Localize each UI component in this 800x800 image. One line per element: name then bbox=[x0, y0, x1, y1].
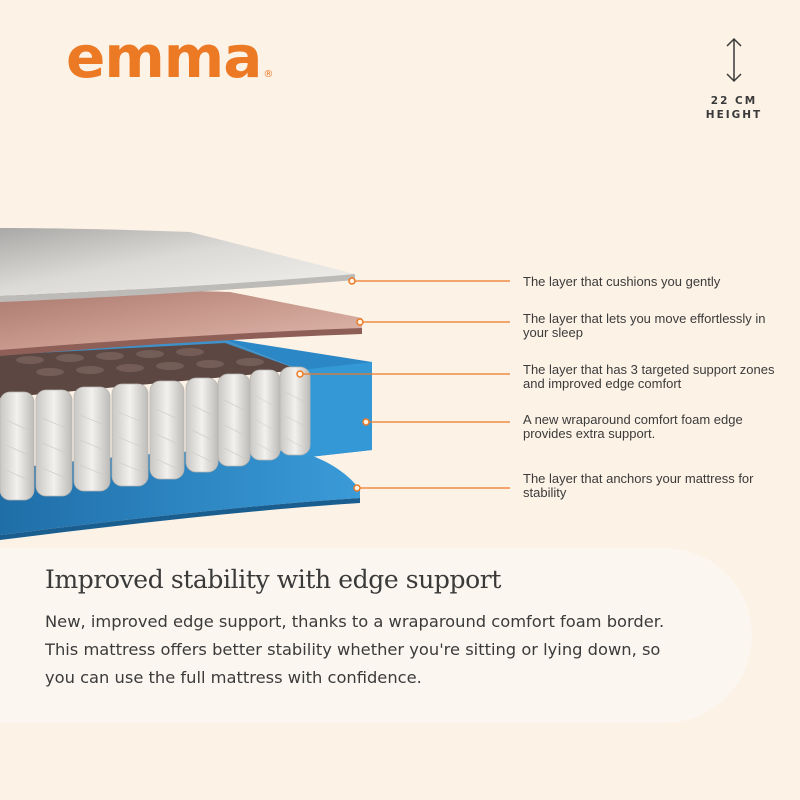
feature-headline: Improved stability with edge support bbox=[45, 565, 501, 594]
airgocell-foam-layer bbox=[0, 288, 362, 356]
callout-dot-1 bbox=[348, 277, 356, 285]
callout-lines bbox=[300, 280, 510, 489]
vertical-double-arrow-icon bbox=[726, 37, 742, 83]
mattress-layers-illustration bbox=[0, 228, 510, 540]
height-badge: 22 CM HEIGHT bbox=[700, 36, 768, 122]
height-label: HEIGHT bbox=[705, 109, 763, 121]
callout-dot-4 bbox=[362, 418, 370, 426]
brand-name: emma bbox=[66, 23, 262, 91]
callout-text-3: The layer that has 3 targeted support zo… bbox=[523, 362, 775, 391]
callout-text-5: The layer that anchors your mattress for… bbox=[523, 471, 754, 500]
callout-dot-3 bbox=[296, 370, 304, 378]
feature-panel bbox=[0, 548, 752, 723]
pocket-springs-layer bbox=[0, 343, 311, 501]
brand-logo: emma® bbox=[66, 28, 273, 86]
height-value: 22 CM bbox=[710, 95, 758, 107]
callout-dots bbox=[296, 277, 370, 492]
callout-text-1: The layer that cushions you gently bbox=[523, 274, 721, 289]
callout-dot-5 bbox=[353, 484, 361, 492]
registered-mark: ® bbox=[263, 69, 274, 80]
callout-dot-2 bbox=[356, 318, 364, 326]
feature-body: New, improved edge support, thanks to a … bbox=[45, 612, 665, 687]
top-comfort-foam-layer bbox=[0, 228, 355, 302]
callout-text-2: The layer that lets you move effortlessl… bbox=[523, 311, 766, 340]
callout-text-4: A new wraparound comfort foam edge provi… bbox=[523, 412, 743, 441]
